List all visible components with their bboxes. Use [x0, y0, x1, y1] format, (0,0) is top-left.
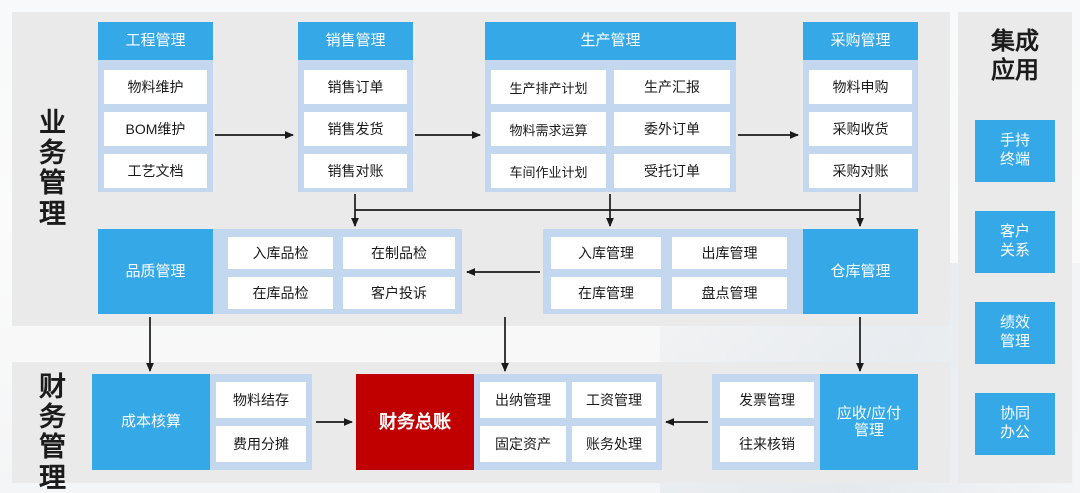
module-ledger-item-2[interactable]: 固定资产: [480, 426, 566, 462]
module-quality-item-2[interactable]: 在库品检: [228, 277, 333, 309]
module-warehouse-item-3[interactable]: 盘点管理: [672, 277, 787, 309]
module-quality-item-0[interactable]: 入库品检: [228, 237, 333, 269]
module-sales-item-1[interactable]: 销售发货: [304, 112, 407, 146]
sidebar-item-handheld-terminal[interactable]: 手持终端: [975, 120, 1055, 182]
module-quality-item-3[interactable]: 客户投诉: [343, 277, 455, 309]
module-receivable-item-1[interactable]: 往来核销: [720, 426, 814, 462]
module-receivable-title[interactable]: 应收/应付管理: [820, 374, 918, 470]
module-engineering-title[interactable]: 工程管理: [98, 22, 213, 60]
business-section-label: 业务管理: [39, 108, 67, 229]
module-purchasing-title[interactable]: 采购管理: [803, 22, 918, 60]
module-warehouse-item-0[interactable]: 入库管理: [551, 237, 661, 269]
finance-section-label: 财务管理: [39, 372, 67, 493]
module-production-item-4[interactable]: 车间作业计划: [491, 154, 606, 188]
module-purchasing-item-2[interactable]: 采购对账: [809, 154, 912, 188]
module-warehouse-item-1[interactable]: 出库管理: [672, 237, 787, 269]
module-cost-title[interactable]: 成本核算: [92, 374, 210, 470]
module-engineering-item-0[interactable]: 物料维护: [104, 70, 207, 104]
module-sales-item-0[interactable]: 销售订单: [304, 70, 407, 104]
sidebar-item-collaborative-office[interactable]: 协同办公: [975, 393, 1055, 455]
sidebar-item-customer-relations[interactable]: 客户关系: [975, 211, 1055, 273]
module-sales-title[interactable]: 销售管理: [298, 22, 413, 60]
module-production-item-2[interactable]: 物料需求运算: [491, 112, 606, 146]
module-engineering-item-2[interactable]: 工艺文档: [104, 154, 207, 188]
module-receivable-item-0[interactable]: 发票管理: [720, 382, 814, 418]
module-warehouse-title[interactable]: 仓库管理: [803, 229, 918, 314]
module-production-item-1[interactable]: 生产汇报: [614, 70, 730, 104]
module-production-title[interactable]: 生产管理: [485, 22, 736, 60]
module-ledger-item-3[interactable]: 账务处理: [572, 426, 656, 462]
module-cost-item-0[interactable]: 物料结存: [216, 382, 306, 418]
module-production-item-5[interactable]: 受托订单: [614, 154, 730, 188]
integrated-apps-title: 集成应用: [991, 28, 1039, 84]
sidebar-item-performance-management[interactable]: 绩效管理: [975, 302, 1055, 364]
module-engineering-item-1[interactable]: BOM维护: [104, 112, 207, 146]
module-ledger-item-0[interactable]: 出纳管理: [480, 382, 566, 418]
module-purchasing-item-1[interactable]: 采购收货: [809, 112, 912, 146]
module-sales-item-2[interactable]: 销售对账: [304, 154, 407, 188]
module-ledger-item-1[interactable]: 工资管理: [572, 382, 656, 418]
module-quality-item-1[interactable]: 在制品检: [343, 237, 455, 269]
module-warehouse-item-2[interactable]: 在库管理: [551, 277, 661, 309]
module-production-item-0[interactable]: 生产排产计划: [491, 70, 606, 104]
module-ledger-title[interactable]: 财务总账: [356, 374, 474, 470]
module-cost-item-1[interactable]: 费用分摊: [216, 426, 306, 462]
module-quality-title[interactable]: 品质管理: [98, 229, 213, 314]
module-production-item-3[interactable]: 委外订单: [614, 112, 730, 146]
module-purchasing-item-0[interactable]: 物料申购: [809, 70, 912, 104]
